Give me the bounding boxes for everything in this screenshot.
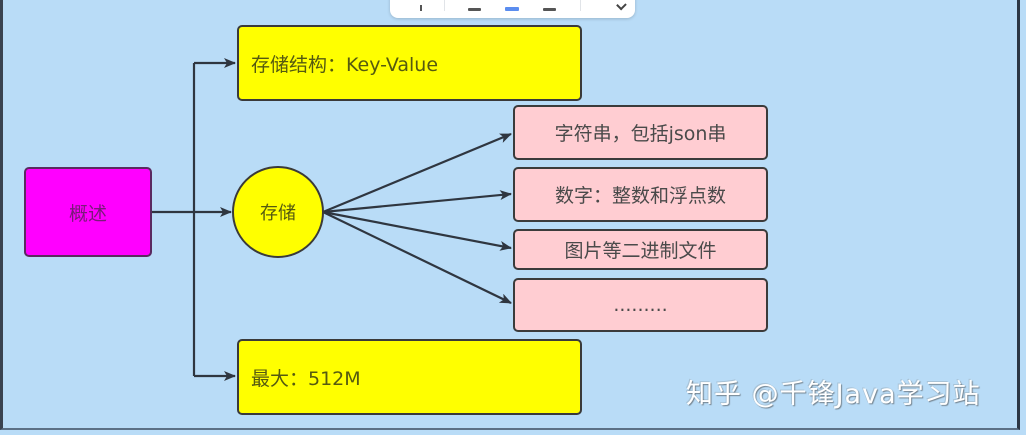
- root-node-overview[interactable]: 概述: [24, 167, 152, 257]
- toolbar-separator: [579, 0, 581, 11]
- node-type-label: .........: [613, 294, 668, 316]
- node-type-string[interactable]: 字符串，包括json串: [513, 105, 768, 160]
- node-storage-structure[interactable]: 存储结构：Key-Value: [237, 25, 582, 101]
- node-type-more[interactable]: .........: [513, 278, 768, 332]
- watermark-text: 知乎 @千锋Java学习站: [686, 379, 981, 410]
- align-right-icon[interactable]: [542, 8, 556, 11]
- root-node-label: 概述: [68, 202, 107, 225]
- node-storage-circle[interactable]: 存储: [232, 166, 324, 258]
- align-center-icon[interactable]: [504, 7, 519, 11]
- node-type-label: 数字：整数和浮点数: [554, 185, 726, 207]
- node-type-label: 字符串，包括json串: [554, 123, 727, 145]
- align-left-icon[interactable]: [468, 8, 481, 11]
- node-type-number[interactable]: 数字：整数和浮点数: [513, 167, 768, 222]
- node-type-binary[interactable]: 图片等二进制文件: [513, 229, 768, 270]
- toolbar-separator: [443, 0, 445, 11]
- divider-tick-icon: [420, 5, 422, 11]
- node-max-size[interactable]: 最大：512M: [237, 339, 582, 415]
- node-storage-label: 存储: [260, 203, 296, 224]
- node-max-size-label: 最大：512M: [251, 367, 361, 390]
- floating-toolbar: [390, 0, 635, 18]
- node-storage-structure-label: 存储结构：Key-Value: [251, 53, 439, 76]
- node-type-label: 图片等二进制文件: [564, 240, 717, 262]
